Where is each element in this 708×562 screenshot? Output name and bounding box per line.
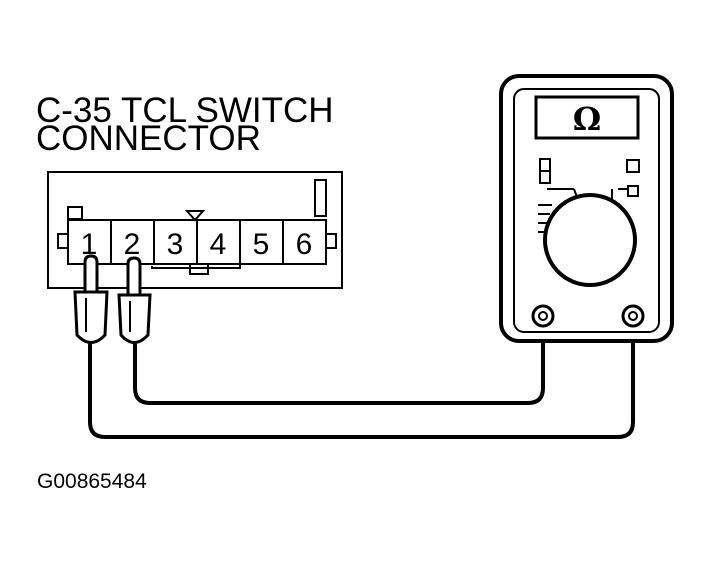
meter-display [534, 95, 640, 140]
connector-housing [47, 171, 343, 289]
pin-bracket [151, 262, 241, 269]
rotary-dial [543, 193, 637, 287]
ohm-icon: Ω [573, 100, 601, 138]
pin-label-3: 3 [167, 228, 184, 261]
probe-pin-2 [117, 256, 152, 344]
pin-label-1: 1 [81, 228, 98, 261]
pin-dividers [110, 220, 284, 264]
probe-tip [126, 256, 142, 297]
left-key [57, 233, 69, 249]
right-key [325, 233, 337, 249]
probe-tip [83, 254, 99, 294]
meter-bezel [513, 88, 660, 333]
connector-tab [67, 206, 83, 220]
ohmmeter: Ω [499, 74, 674, 343]
test-leads [88, 320, 635, 439]
mode-indicator-icon [626, 159, 640, 173]
probe-handle [117, 293, 152, 344]
connector-latch [314, 179, 327, 217]
pin-label-6: 6 [296, 228, 313, 261]
dial-ticks [538, 188, 628, 233]
title-line-1: C-35 TCL SWITCH [36, 91, 334, 130]
figure-id: G00865484 [37, 470, 147, 493]
tcl-switch-connector [47, 171, 343, 289]
probe-handle [73, 290, 109, 344]
pin-label-4: 4 [210, 228, 227, 261]
title-line-2: CONNECTOR [36, 119, 261, 158]
pin-label-5: 5 [253, 228, 270, 261]
pin-label-2: 2 [124, 228, 141, 261]
mode-indicator-icon [627, 185, 639, 197]
lead-pin-1 [88, 320, 635, 439]
lead-pin-2 [133, 320, 545, 405]
locator-triangle-icon [184, 210, 206, 222]
probe-pin-1 [73, 254, 109, 344]
